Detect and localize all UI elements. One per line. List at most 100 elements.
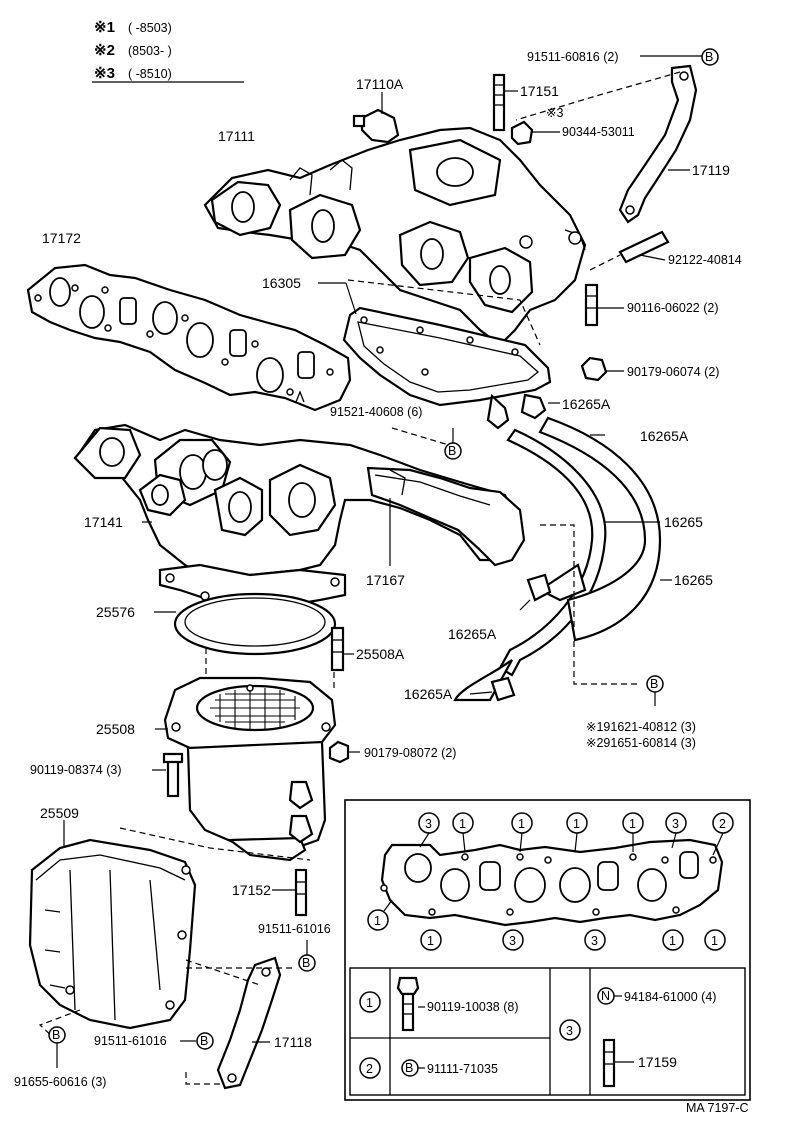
inset-top-marks: 3 1 1 1 1 3 2 — [418, 812, 734, 834]
label-90344-53011: 90344-53011 — [562, 125, 635, 139]
label-91651-60814: ※291651-60814 (3) — [586, 736, 696, 750]
stay-17119 — [515, 64, 698, 224]
stud-17151 — [492, 73, 518, 132]
table-row-1: 1 90119-10038 (8) — [359, 976, 519, 1032]
label-17172: 17172 — [42, 230, 81, 246]
bottom-mark-3: 3 — [591, 934, 598, 948]
group3-nut-part: 94184-61000 (4) — [624, 990, 716, 1004]
label-17110a: 17110A — [356, 76, 404, 92]
b-callout-6: B — [52, 1028, 60, 1042]
table-row-2: 2 B 91111-71035 — [359, 1057, 498, 1079]
label-16305: 16305 — [262, 275, 301, 291]
label-90179-08072: 90179-08072 (2) — [364, 746, 456, 760]
stud-90116 — [584, 283, 624, 327]
bolt-91521 — [391, 427, 453, 447]
bottom-mark-4: 1 — [669, 934, 676, 948]
label-17119: 17119 — [692, 162, 730, 178]
label-17141: 17141 — [84, 514, 123, 530]
label-91511-61016-a: 91511-61016 — [258, 922, 331, 936]
stud-17152 — [272, 868, 308, 917]
stud-92122 — [589, 230, 670, 271]
part-labels: 91511-60816 (2) 17110A 17151 ※3 90344-53… — [14, 50, 749, 1115]
legend-mark-3: ※3 — [94, 65, 115, 82]
nut-90179-06074 — [580, 356, 624, 382]
heat-insulator-25509 — [28, 820, 311, 1041]
label-16265a-3: 16265A — [448, 626, 497, 642]
label-17151: 17151 — [520, 83, 559, 99]
legend-mark-1: ※1 — [94, 19, 115, 36]
legend-range-3: ( -8510) — [128, 67, 172, 81]
label-star3: ※3 — [546, 106, 563, 120]
top-mark-7: 2 — [719, 817, 726, 831]
row1-mark: 1 — [366, 996, 373, 1010]
top-mark-3: 1 — [518, 817, 525, 831]
top-mark-2: 1 — [459, 817, 466, 831]
exhaust-manifold — [73, 423, 517, 610]
converter-25508 — [155, 648, 337, 862]
bolt-90119-08374 — [152, 752, 184, 798]
inset-gasket-detail: 3 1 1 1 1 3 2 — [344, 799, 751, 1101]
label-90116-06022: 90116-06022 (2) — [627, 301, 719, 315]
label-90119-08374: 90119-08374 (3) — [30, 763, 122, 777]
group3-mark: 3 — [566, 1024, 573, 1038]
b-callout-2: B — [448, 444, 456, 458]
stud-25508a — [330, 626, 354, 672]
bottom-mark-5: 1 — [711, 934, 718, 948]
stay-17118 — [185, 956, 295, 1090]
plug-90344 — [510, 120, 560, 146]
label-17111: 17111 — [218, 128, 255, 144]
row1-part: 90119-10038 (8) — [427, 1000, 519, 1014]
row2-mark: 2 — [366, 1062, 373, 1076]
row2-part: 91111-71035 — [427, 1062, 498, 1076]
label-91655-60616: 91655-60616 (3) — [14, 1075, 106, 1089]
legend: ※1 ( -8503) ※2 (8503- ) ※3 ( -8510) — [92, 19, 244, 83]
hoses-16265 — [453, 393, 672, 702]
label-91621-40812: ※191621-40812 (3) — [586, 720, 696, 734]
b-callout-4: B — [302, 956, 310, 970]
label-91521-40608: 91521-40608 (6) — [330, 405, 422, 419]
top-mark-4: 1 — [573, 817, 580, 831]
label-91511-60816: 91511-60816 (2) — [527, 50, 619, 64]
label-17152: 17152 — [232, 882, 271, 898]
label-25508a: 25508A — [356, 646, 405, 662]
label-90179-06074: 90179-06074 (2) — [627, 365, 719, 379]
label-17167: 17167 — [366, 572, 405, 588]
gasket-25576 — [154, 592, 337, 656]
b-callouts: B B B B B B — [48, 48, 719, 1068]
bottom-mark-2: 3 — [509, 934, 516, 948]
intake-manifold — [203, 126, 587, 347]
bottom-mark-1: 1 — [427, 934, 434, 948]
side-mark: 1 — [374, 914, 381, 928]
group3-stud-part: 17159 — [638, 1054, 677, 1070]
top-mark-6: 3 — [672, 817, 679, 831]
row2-prefix: B — [405, 1061, 413, 1075]
gasket-17172 — [26, 263, 352, 412]
nut-90179-08072 — [328, 740, 360, 764]
group3-nut-prefix: N — [601, 989, 610, 1003]
footer-code: MA 7197-C — [686, 1101, 749, 1115]
label-25509: 25509 — [40, 805, 79, 821]
heat-insulator-17167 — [366, 466, 526, 567]
label-16265a-2: 16265A — [640, 428, 689, 444]
label-17118: 17118 — [274, 1034, 312, 1050]
top-mark-1: 3 — [425, 817, 432, 831]
label-91511-61016-b: 91511-61016 — [94, 1034, 167, 1048]
b-callout-1: B — [705, 50, 713, 64]
top-mark-5: 1 — [629, 817, 636, 831]
sensor-17110a — [352, 92, 400, 144]
label-92122-40814: 92122-40814 — [668, 253, 742, 267]
heat-insulator-16305 — [318, 279, 552, 407]
label-16265-2: 16265 — [674, 572, 713, 588]
legend-mark-2: ※2 — [94, 42, 115, 59]
b-callout-5: B — [200, 1034, 208, 1048]
label-16265a-1: 16265A — [562, 396, 611, 412]
label-16265-1: 16265 — [664, 514, 703, 530]
label-25576: 25576 — [96, 604, 135, 620]
table-group-3: 3 N 94184-61000 (4) 17159 — [559, 987, 716, 1088]
inset-bottom-marks: 1 3 3 1 1 — [420, 929, 726, 951]
legend-range-2: (8503- ) — [128, 44, 172, 58]
label-25508: 25508 — [96, 721, 135, 737]
legend-range-1: ( -8503) — [128, 21, 172, 35]
